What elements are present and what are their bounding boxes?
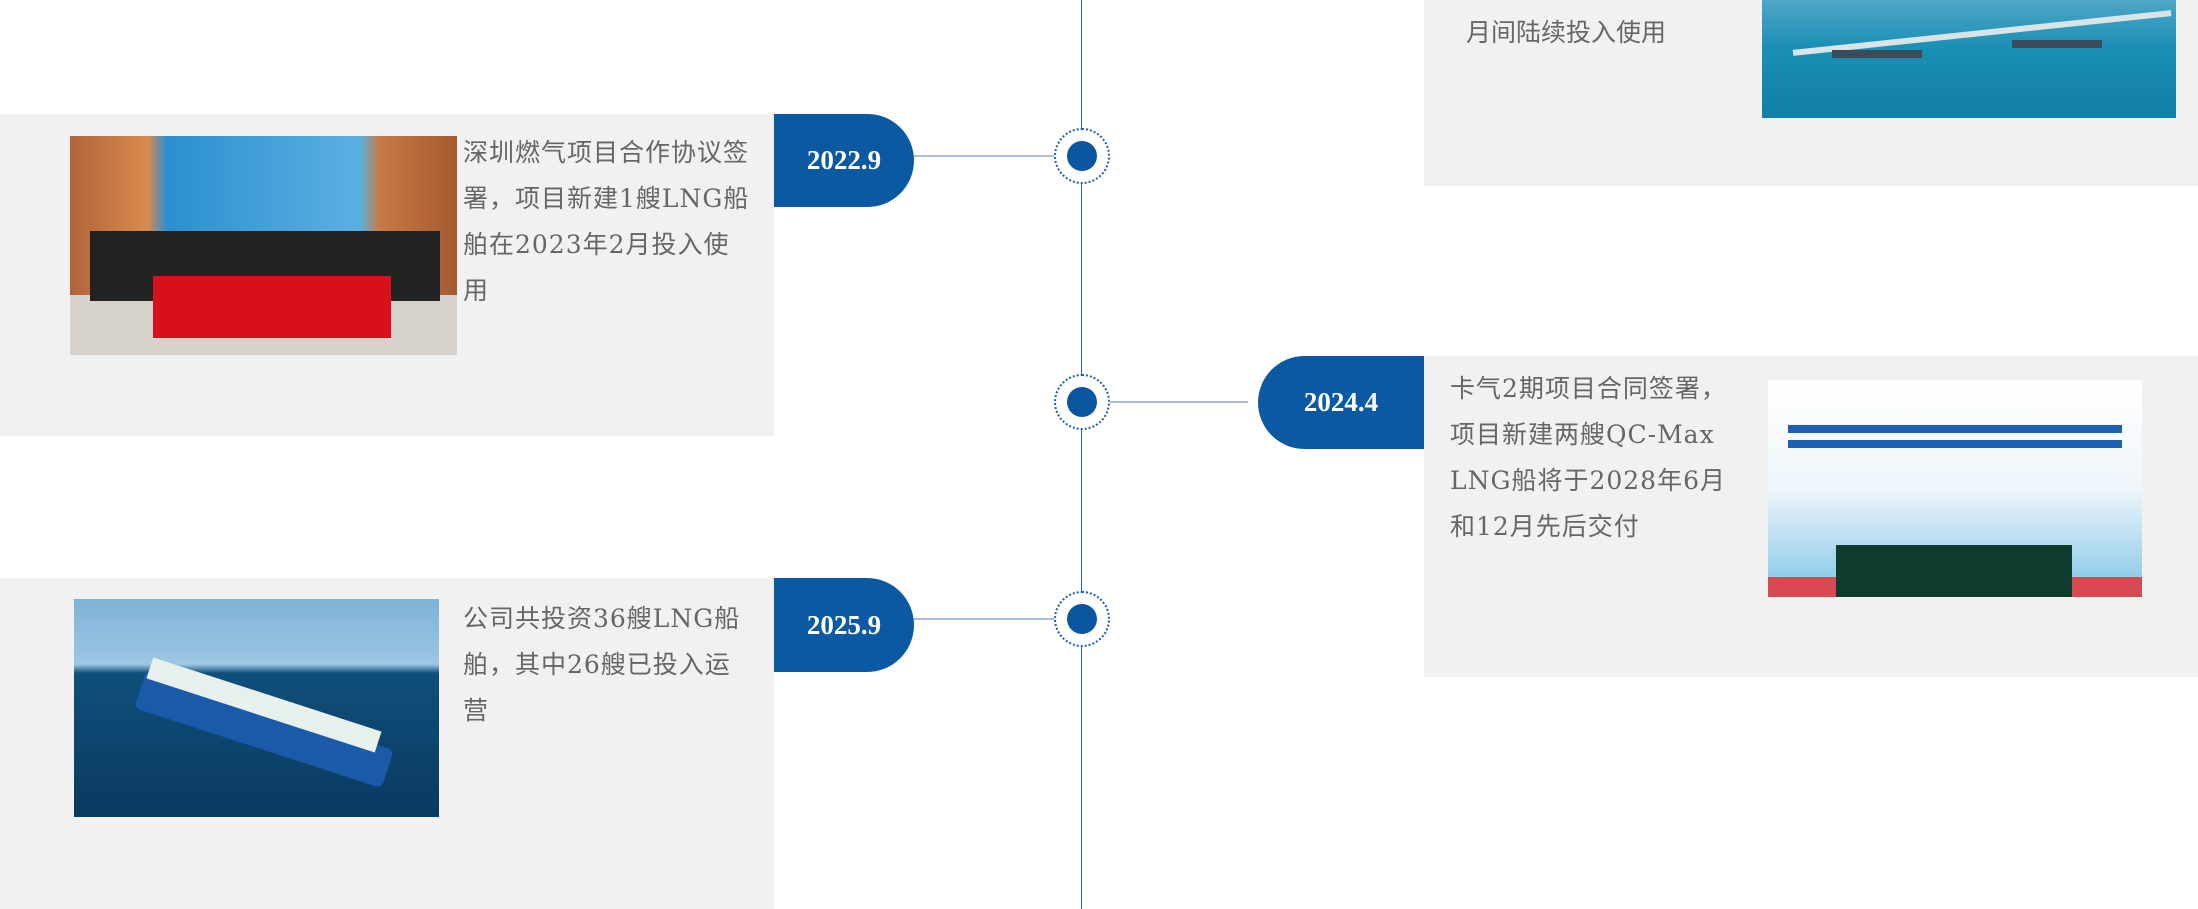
timeline-card-2025-9: 公司共投资36艘LNG船舶，其中26艘已投入运营 (0, 578, 774, 909)
date-badge-2024-4: 2024.4 (1258, 356, 1424, 449)
connector-line (914, 618, 1054, 620)
timeline-card-2022-9: 深圳燃气项目合作协议签署，项目新建1艘LNG船舶在2023年2月投入使用 (0, 114, 774, 436)
lng-carrier-ship-photo (74, 599, 439, 817)
signing-ceremony-photo (70, 136, 457, 355)
qatarenergy-clng-signing-photo (1768, 380, 2142, 597)
lng-terminal-aerial-photo (1762, 0, 2176, 118)
connector-line (1110, 401, 1248, 403)
timeline-node (1054, 591, 1110, 647)
date-badge-2022-9: 2022.9 (774, 114, 914, 207)
connector-line (914, 155, 1054, 157)
date-badge-2025-9: 2025.9 (774, 578, 914, 672)
timeline-node (1054, 128, 1110, 184)
card-text: 卡气2期项目合同签署，项目新建两艘QC-Max LNG船将于2028年6月和12… (1450, 374, 1727, 541)
card-text: 公司共投资36艘LNG船舶，其中26艘已投入运营 (463, 604, 741, 725)
timeline-axis (1081, 0, 1082, 909)
card-text: 深圳燃气项目合作协议签署，项目新建1艘LNG船舶在2023年2月投入使用 (463, 138, 750, 305)
timeline-card-top: 月间陆续投入使用 (1424, 0, 2198, 186)
card-text: 月间陆续投入使用 (1466, 18, 1667, 47)
timeline-card-2024-4: 卡气2期项目合同签署，项目新建两艘QC-Max LNG船将于2028年6月和12… (1424, 356, 2198, 677)
timeline-node (1054, 374, 1110, 430)
